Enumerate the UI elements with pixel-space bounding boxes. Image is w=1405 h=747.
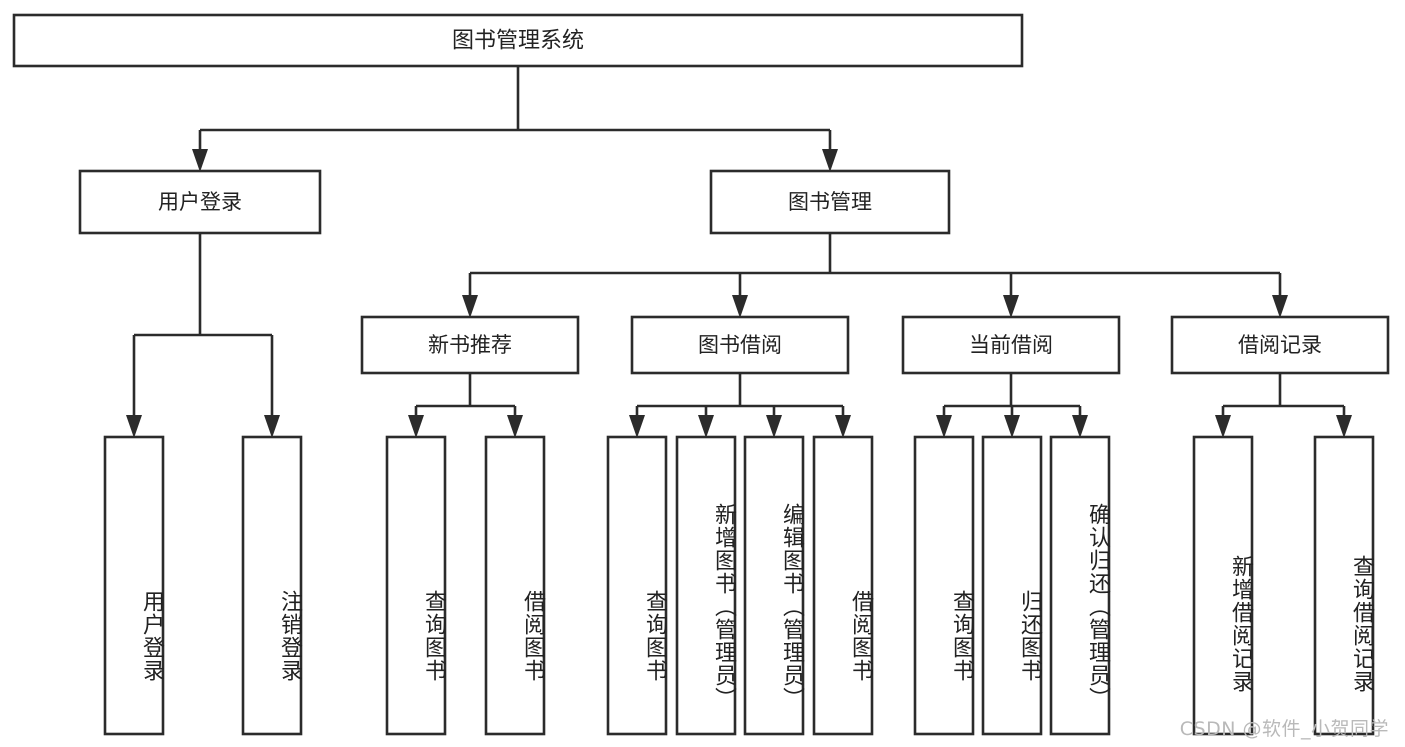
edge-arrow-leaf-query-book-1 (408, 415, 424, 438)
edge-arrow-leaf-add-record (1215, 415, 1231, 438)
edge-arrow-leaf-query-book-3 (936, 415, 952, 438)
node-box-root[interactable] (12, 13, 1024, 68)
edge-arrow-leaf-user-logout (264, 415, 280, 438)
edge-arrow-current-borrow (1003, 295, 1019, 318)
edge-arrow-leaf-borrow-book-1 (507, 415, 523, 438)
node-box-borrow-record[interactable] (1170, 315, 1390, 375)
node-box-leaf-return-book[interactable] (981, 435, 1043, 736)
node-box-book-borrow[interactable] (630, 315, 850, 375)
edge-arrow-leaf-query-book-2 (629, 415, 645, 438)
boxes-layer (12, 13, 1390, 736)
edge-arrow-new-book-rec (462, 295, 478, 318)
edge-arrow-leaf-user-login (126, 415, 142, 438)
edge-arrow-book-manage (822, 149, 838, 172)
node-box-leaf-add-book[interactable] (675, 435, 737, 736)
node-label-current-borrow: 当前借阅 (969, 333, 1053, 357)
node-box-leaf-query-record[interactable] (1313, 435, 1375, 736)
node-box-leaf-query-book-3[interactable] (913, 435, 975, 736)
node-label-book-manage: 图书管理 (788, 190, 872, 214)
node-box-book-manage[interactable] (709, 169, 951, 235)
edge-arrow-user-login (192, 149, 208, 172)
node-label-new-book-rec: 新书推荐 (428, 333, 512, 357)
node-label-book-borrow: 图书借阅 (698, 333, 782, 357)
edge-arrow-leaf-add-book (698, 415, 714, 438)
node-box-leaf-borrow-book-2[interactable] (812, 435, 874, 736)
edge-arrow-borrow-record (1272, 295, 1288, 318)
node-box-leaf-user-logout[interactable] (241, 435, 303, 736)
node-box-current-borrow[interactable] (901, 315, 1121, 375)
node-box-leaf-edit-book[interactable] (743, 435, 805, 736)
edge-arrow-leaf-query-record (1336, 415, 1352, 438)
edge-arrow-leaf-borrow-book-2 (835, 415, 851, 438)
node-box-leaf-confirm-return[interactable] (1049, 435, 1111, 736)
node-label-root: 图书管理系统 (452, 29, 584, 54)
watermark-text: CSDN @软件_小贺同学 (1179, 718, 1389, 740)
node-box-new-book-rec[interactable] (360, 315, 580, 375)
node-label-user-login: 用户登录 (158, 190, 242, 214)
edge-arrow-book-borrow (732, 295, 748, 318)
node-box-leaf-query-book-2[interactable] (606, 435, 668, 736)
edge-arrow-leaf-return-book (1004, 415, 1020, 438)
node-box-leaf-add-record[interactable] (1192, 435, 1254, 736)
node-box-leaf-borrow-book-1[interactable] (484, 435, 546, 736)
node-label-borrow-record: 借阅记录 (1238, 333, 1322, 357)
node-box-leaf-query-book-1[interactable] (385, 435, 447, 736)
edge-arrow-leaf-edit-book (766, 415, 782, 438)
node-box-leaf-user-login[interactable] (103, 435, 165, 736)
edges-layer (126, 66, 1352, 438)
edge-arrow-leaf-confirm-return (1072, 415, 1088, 438)
node-box-user-login[interactable] (78, 169, 322, 235)
